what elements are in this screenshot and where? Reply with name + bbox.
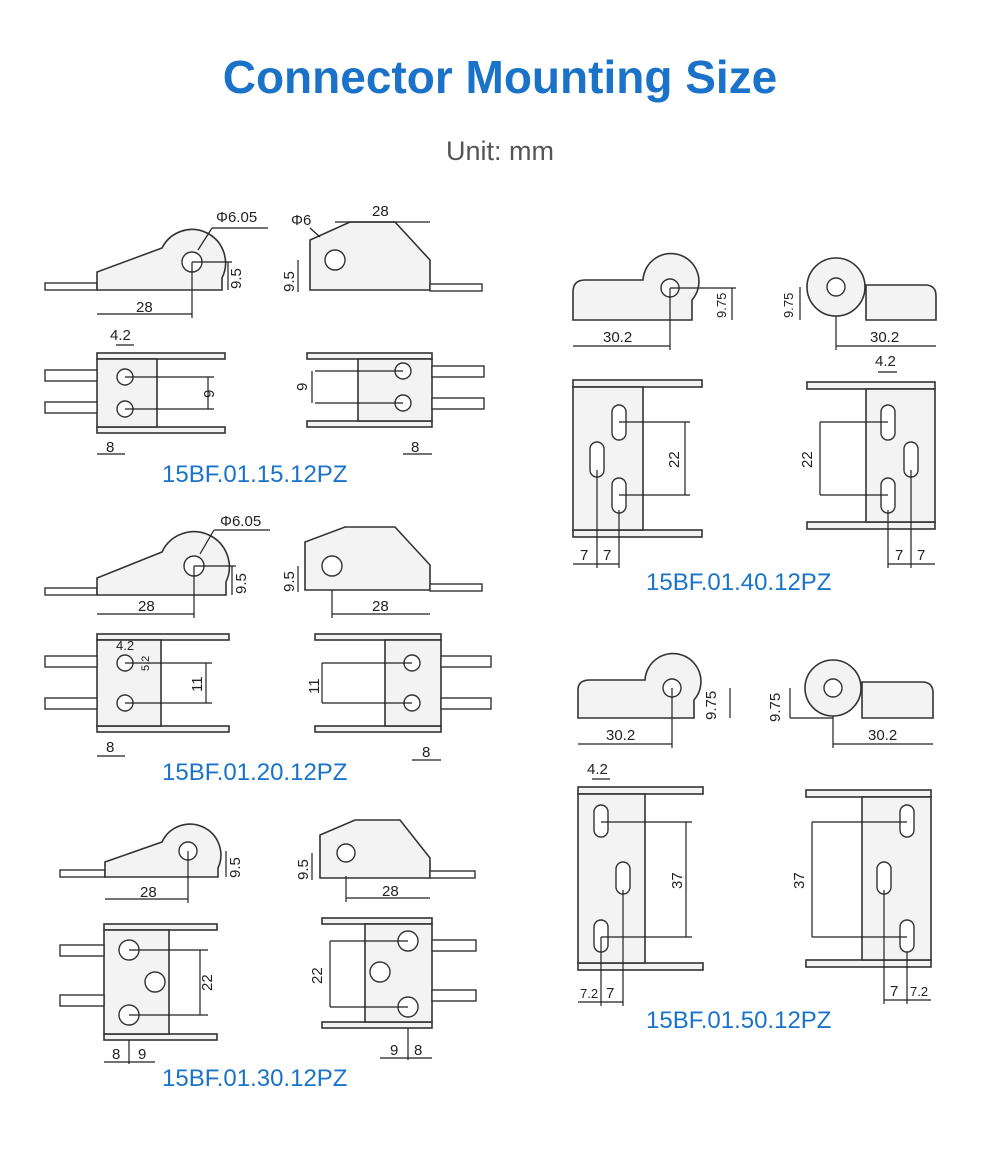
diagram-20-side-right: 9.5 28: [281, 526, 483, 618]
dim-label: 4.2: [116, 638, 134, 653]
dim-label: 5.2: [140, 656, 152, 671]
diagram-20-top-left: 4.2 5.2 11 8: [44, 633, 230, 757]
diagram-40-top-left: 22 7 7: [572, 379, 703, 568]
dim-label: 22: [666, 451, 683, 468]
dim-label: 28: [372, 598, 389, 615]
dim-label: 9.5: [227, 857, 244, 878]
dim-label: 9.75: [714, 293, 729, 318]
dim-label: 30.2: [603, 329, 632, 346]
dim-label: 7: [890, 983, 898, 1000]
dim-label: 4.2: [110, 327, 131, 344]
dim-label: 7: [606, 985, 614, 1002]
dim-label: 8: [112, 1046, 120, 1063]
model-label: 15BF.01.40.12PZ: [646, 569, 831, 596]
dim-label: 9.5: [281, 571, 298, 592]
dim-label: 9: [138, 1046, 146, 1063]
dim-label: 11: [306, 678, 323, 694]
diagram-40-side-right: 9.75 30.2: [781, 257, 937, 350]
model-label: 15BF.01.30.12PZ: [162, 1065, 347, 1092]
diagram-30-top-right: 22 9 8: [309, 917, 477, 1060]
dim-label: 9.75: [767, 693, 784, 722]
diagram-40-top-right: 22 4.2 7 7: [799, 353, 936, 568]
diagram-30-side-right: 9.5 28: [295, 819, 476, 902]
diagram-20-top-right: 11 8: [306, 633, 492, 761]
dim-label: 28: [140, 884, 157, 901]
dim-label: 9.75: [703, 691, 720, 720]
diagram-15-side-right: 9.5 28 Φ6: [281, 203, 483, 292]
dim-label: 7.2: [580, 986, 598, 1001]
dim-label: 7: [603, 547, 611, 564]
diagram-15-top-right: 9 8: [294, 352, 485, 456]
model-label: 15BF.01.15.12PZ: [162, 461, 347, 488]
diagram-50-side-left: 30.2 9.75: [577, 652, 731, 748]
page-title: Connector Mounting Size: [222, 51, 778, 103]
dim-label: 28: [138, 598, 155, 615]
diagram-20-side-left: 28 9.5 Φ6.05: [44, 513, 270, 618]
dim-label: 9.5: [228, 268, 245, 289]
diagram-50-top-right: 37 7 7.2: [791, 789, 932, 1004]
dim-label: 9: [390, 1042, 398, 1059]
diagram-50-top-left: 4.2 37 7.2 7: [577, 761, 704, 1006]
unit-label: Unit: mm: [446, 136, 554, 166]
dim-label: Φ6: [291, 212, 311, 229]
dim-label: 37: [669, 872, 686, 889]
dim-label: 8: [414, 1042, 422, 1059]
dim-label: 28: [372, 203, 389, 220]
diagram-15-side-left: 28 9.5 Φ6.05: [44, 209, 268, 318]
dim-label: 30.2: [606, 727, 635, 744]
dim-label: 7: [895, 547, 903, 564]
dim-label: 8: [106, 439, 114, 456]
dim-label: 8: [106, 739, 114, 756]
dim-label: 9.5: [295, 859, 312, 880]
dim-label: 22: [199, 974, 216, 991]
dim-label: 4.2: [587, 761, 608, 778]
dim-label: 28: [136, 299, 153, 316]
dim-label: 9.5: [281, 271, 298, 292]
dim-label: 8: [411, 439, 419, 456]
dim-label: 7.2: [910, 984, 928, 999]
dim-label: Φ6.05: [216, 209, 257, 226]
dim-label: 9: [294, 383, 311, 391]
diagram-50-side-right: 9.75 30.2: [767, 659, 934, 748]
dim-label: 9.5: [233, 573, 250, 594]
dim-label: 4.2: [875, 353, 896, 370]
dim-label: 22: [309, 967, 326, 984]
dim-label: 28: [382, 883, 399, 900]
dim-label: 37: [791, 872, 808, 889]
dim-label: 11: [189, 676, 206, 692]
dim-label: 7: [917, 547, 925, 564]
dim-label: Φ6.05: [220, 513, 261, 530]
dim-label: 9.75: [781, 293, 796, 318]
diagram-15-top-left: 4.2 9 8: [44, 327, 226, 456]
dim-label: 30.2: [868, 727, 897, 744]
diagram-30-top-left: 22 8 9: [59, 923, 218, 1064]
diagram-40-side-left: 30.2 9.75: [572, 252, 736, 350]
model-label: 15BF.01.50.12PZ: [646, 1007, 831, 1034]
dim-label: 8: [422, 744, 430, 761]
dim-label: 9: [201, 390, 218, 398]
dim-label: 30.2: [870, 329, 899, 346]
model-label: 15BF.01.20.12PZ: [162, 759, 347, 786]
dim-label: 22: [799, 451, 816, 468]
dim-label: 7: [580, 547, 588, 564]
diagram-30-side-left: 28 9.5: [59, 823, 244, 903]
